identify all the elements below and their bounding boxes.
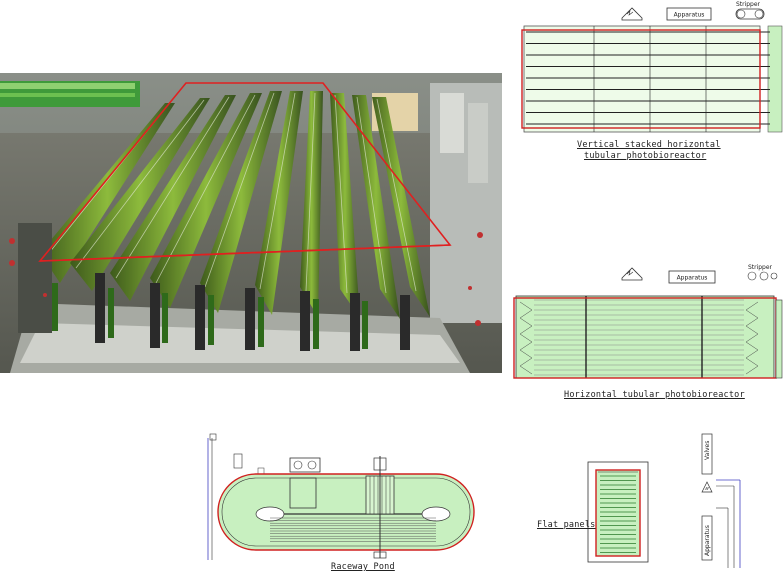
raceway-pond-diagram	[200, 430, 490, 564]
raceway-pond-drawing	[207, 433, 475, 560]
horizontal-pbr-diagram: Apparatus Stripper	[512, 262, 784, 388]
horizontal-pbr-caption: Horizontal tubular photobioreactor	[564, 390, 745, 400]
raceway-pond-caption: Raceway Pond	[331, 562, 395, 572]
greenhouse-icon	[701, 481, 713, 493]
valves-label: Valves	[704, 441, 711, 460]
photo-illustration	[0, 73, 502, 373]
valves-apparatus-drawing: Valves Apparatus	[701, 433, 741, 568]
stripper-label: Stripper	[736, 1, 761, 8]
greenhouse-icon	[621, 267, 643, 281]
vertical-stacked-pbr-diagram: Apparatus Stripper	[512, 0, 784, 170]
valves-apparatus-diagram: Valves Apparatus	[694, 430, 784, 570]
apparatus-label: Apparatus	[674, 12, 705, 19]
vertical-pbr-caption-line2: tubular photobioreactor	[584, 151, 707, 161]
stripper-label: Stripper	[748, 264, 773, 271]
horizontal-pbr-drawing: Apparatus Stripper	[513, 264, 783, 379]
flat-panels-caption: Flat panels	[537, 520, 596, 530]
flat-panels-drawing	[587, 461, 649, 563]
vertical-pbr-drawing: Apparatus Stripper	[521, 1, 783, 133]
vertical-pbr-caption-line1: Vertical stacked horizontal	[577, 140, 721, 150]
photobioreactor-photo	[0, 73, 502, 373]
apparatus-label: Apparatus	[704, 525, 711, 556]
greenhouse-icon	[621, 7, 643, 21]
apparatus-label: Apparatus	[677, 275, 708, 282]
flat-panels-diagram	[586, 460, 658, 566]
